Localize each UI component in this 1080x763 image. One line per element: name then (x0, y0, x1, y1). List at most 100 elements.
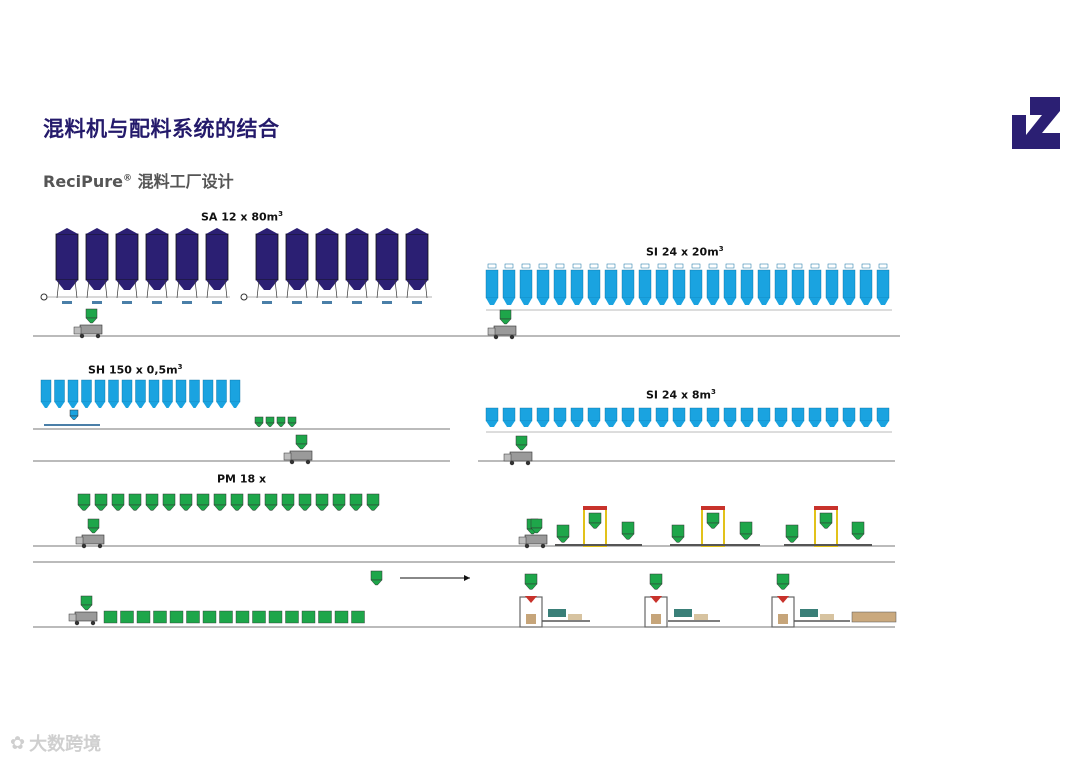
si8-silo (774, 407, 788, 422)
hopper-cone (785, 536, 799, 543)
silo-cone (571, 298, 583, 305)
silo-body (655, 269, 669, 299)
silo-feeder (122, 301, 132, 304)
hopper-cone (499, 318, 512, 325)
pm-hopper (264, 493, 278, 511)
hopper-body (179, 493, 193, 506)
hopper-cone (776, 583, 790, 590)
station-hopper (739, 521, 753, 540)
sa-silo (375, 228, 399, 304)
cart-body (493, 325, 517, 336)
hopper-cone (649, 583, 663, 590)
silo-roof (376, 228, 398, 234)
silo-cone (406, 280, 428, 290)
hopper-body (671, 524, 685, 538)
sa-label: SA 12 x 80m3 (201, 210, 283, 224)
hopper-body (295, 434, 308, 445)
silo-body (145, 233, 169, 281)
silo-leg (304, 279, 308, 299)
weighing-cart (283, 434, 313, 465)
silo-leg (206, 279, 210, 299)
hopper-body (298, 493, 312, 506)
hopper-cone (179, 504, 193, 511)
hopper-body (588, 512, 602, 524)
silo-leg (224, 279, 228, 299)
si20-silo (689, 263, 703, 305)
silo-body (519, 269, 533, 299)
silo-body (842, 269, 856, 299)
silo-leg (256, 279, 260, 299)
silo-feeder (262, 301, 272, 304)
subtitle-brand: ReciPure (43, 172, 123, 191)
silo-body (85, 233, 109, 281)
pack-hopper (649, 573, 663, 590)
silo-filter (487, 263, 497, 269)
hopper-body (254, 416, 264, 424)
cart-hopper (530, 518, 543, 534)
silo-leg (116, 279, 120, 299)
mixer-frame (701, 506, 725, 547)
silo-cone (286, 280, 308, 290)
silo-leg (406, 279, 410, 299)
hopper-body (276, 416, 286, 424)
silo-leg (346, 279, 350, 299)
sh-silo-cone (176, 402, 186, 408)
silo-body (553, 269, 567, 299)
silo-feeder (92, 301, 102, 304)
hopper-cone (621, 533, 635, 540)
hopper-body (281, 493, 295, 506)
floor-hopper (351, 610, 365, 624)
hopper-body (230, 493, 244, 506)
hopper-body (370, 570, 383, 581)
cart-wheel (97, 543, 103, 549)
cart-body (509, 451, 533, 462)
silo-filter (793, 263, 803, 269)
hopper-body (515, 435, 528, 446)
hopper-body (287, 416, 297, 424)
silo-cone (316, 280, 338, 290)
sh-silo-cone (135, 402, 146, 408)
hopper-cone (366, 504, 380, 511)
silo-body (587, 269, 601, 299)
cart-hopper (87, 518, 100, 534)
silo-filter (657, 263, 667, 269)
sh-silo-cone (216, 402, 227, 408)
hopper-body (87, 518, 100, 529)
hopper-body (162, 493, 176, 506)
pm-hopper (332, 493, 346, 511)
weighing-cart (73, 308, 103, 339)
silo-cone (520, 298, 532, 305)
silo-leg (146, 279, 150, 299)
mixer-frame (583, 506, 607, 547)
si8-silo-cone (554, 421, 566, 427)
silo-cone (690, 298, 702, 305)
cart-wheel (95, 333, 101, 339)
si20-silo (570, 263, 584, 305)
hopper-body (247, 493, 261, 506)
sh-silo (148, 379, 160, 403)
hopper-body (264, 493, 278, 506)
si8-silo (655, 407, 669, 422)
hopper-body (785, 524, 799, 538)
si20-silo (604, 263, 618, 305)
hopper-cone (671, 536, 685, 543)
silo-feeder (212, 301, 222, 304)
hopper-cone (264, 504, 278, 511)
silo-leg (164, 279, 168, 299)
silo-filter (589, 263, 599, 269)
cart-cab (487, 327, 496, 336)
station-hopper (621, 521, 635, 540)
silo-cone (503, 298, 515, 305)
silo-leg (274, 279, 278, 299)
bag (651, 614, 661, 624)
silo-feeder (382, 301, 392, 304)
hopper-cone (80, 604, 93, 611)
silo-filter (861, 263, 871, 269)
silo-filter (691, 263, 701, 269)
cart-wheel (524, 543, 530, 549)
silo-body (375, 233, 399, 281)
weighing-cart (487, 309, 517, 340)
pm-hopper (315, 493, 329, 511)
hopper-body (776, 573, 790, 585)
hopper-body (77, 493, 91, 506)
